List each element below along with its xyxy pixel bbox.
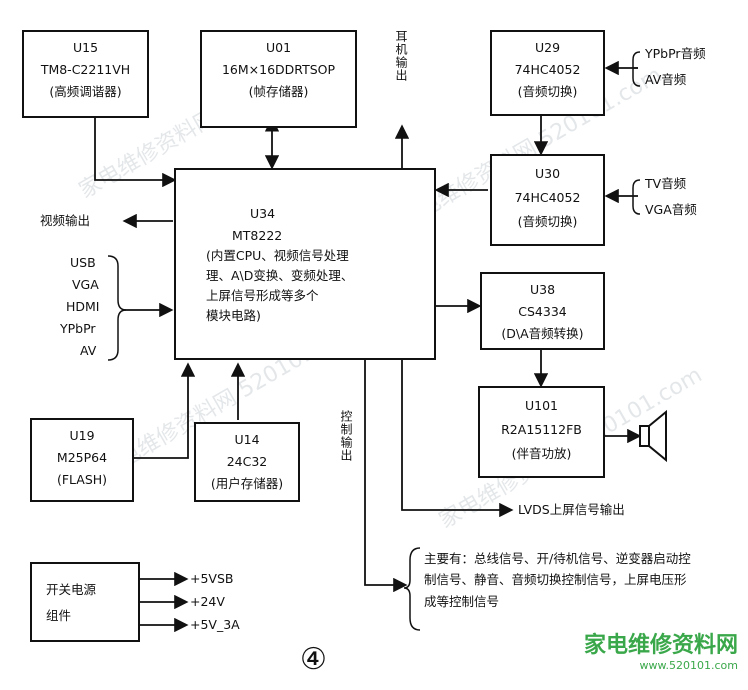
u34-desc-line2: 理、A\D变换、变频处理、: [206, 268, 354, 283]
u14-eeprom-block: U14 24C32 (用户存储器): [194, 422, 300, 502]
u34-desc-line3: 上屏信号形成等多个: [206, 288, 319, 303]
u34-desc-line1: (内置CPU、视频信号处理: [206, 248, 349, 263]
input-hdmi: HDMI: [66, 299, 100, 314]
u30-audio-switch-block: U30 74HC4052 (音频切换): [490, 154, 605, 246]
u38-dac-block: U38 CS4334 (D\A音频转换): [480, 272, 605, 350]
u14-ref: U14: [234, 432, 260, 447]
u15-ref: U15: [72, 40, 99, 55]
u34-part: MT8222: [232, 228, 283, 243]
u34-ref: U34: [250, 206, 276, 221]
audio-input-tv: TV音频: [645, 176, 687, 191]
site-logo-text: 家电维修资料网: [583, 633, 738, 658]
site-url: www.520101.com: [639, 659, 738, 672]
input-ypbpr: YPbPr: [60, 321, 96, 336]
input-usb: USB: [70, 255, 96, 270]
u01-part: 16M×16DDRTSOP: [221, 62, 336, 77]
u101-desc: (伴音功放): [511, 446, 572, 461]
u38-desc: (D\A音频转换): [501, 326, 584, 341]
control-signal-note: 主要有：总线信号、开/待机信号、逆变器启动控制信号、静音、音频切换控制信号，上屏…: [424, 551, 691, 609]
control-output-label: 控制输出: [339, 410, 353, 462]
u01-ref: U01: [265, 40, 292, 55]
u30-ref: U30: [534, 166, 561, 181]
u01-frame-memory-block: U01 16M×16DDRTSOP (帧存储器): [200, 30, 357, 128]
u14-part: 24C32: [226, 454, 268, 469]
psu-output-5v3a: +5V_3A: [190, 617, 240, 632]
u19-desc: (FLASH): [56, 472, 108, 487]
audio-input-vga: VGA音频: [645, 202, 697, 217]
u29-audio-switch-block: U29 74HC4052 (音频切换): [490, 30, 605, 116]
psu-output-5vsb: +5VSB: [190, 571, 234, 586]
earphone-output-label: 耳机输出: [394, 30, 408, 82]
u30-desc: (音频切换): [517, 214, 578, 229]
u101-part: R2A15112FB: [501, 422, 582, 437]
u01-desc: (帧存储器): [248, 84, 309, 99]
audio-input-av: AV音频: [645, 72, 687, 87]
u29-desc: (音频切换): [517, 84, 578, 99]
input-vga: VGA: [72, 277, 99, 292]
u19-ref: U19: [69, 428, 95, 443]
speaker-icon: [639, 409, 667, 463]
audio-input-ypbpr: YPbPr音频: [645, 46, 706, 61]
u38-part: CS4334: [518, 304, 567, 319]
u101-audio-amp-block: U101 R2A15112FB (伴音功放): [478, 386, 605, 478]
u38-ref: U38: [529, 282, 556, 297]
u30-part: 74HC4052: [514, 190, 581, 205]
u101-ref: U101: [524, 398, 558, 413]
u29-part: 74HC4052: [514, 62, 581, 77]
psu-label-line2: 组件: [46, 608, 72, 623]
u14-desc: (用户存储器): [210, 476, 284, 491]
lvds-output-label: LVDS上屏信号输出: [518, 502, 625, 517]
video-output-label: 视频输出: [40, 213, 91, 228]
psu-label-line1: 开关电源: [46, 582, 97, 597]
u15-desc: (高频调谐器): [49, 84, 122, 99]
u19-flash-block: U19 M25P64 (FLASH): [30, 418, 134, 502]
u34-desc-line4: 模块电路): [206, 308, 261, 323]
site-logo: 家电维修资料网 www.520101.com: [584, 627, 738, 672]
psu-output-24v: +24V: [190, 594, 225, 609]
u29-ref: U29: [534, 40, 561, 55]
u34-main-processor-block: U34 MT8222 (内置CPU、视频信号处理 理、A\D变换、变频处理、 上…: [174, 168, 436, 360]
input-av: AV: [80, 343, 97, 358]
power-supply-block: 开关电源 组件: [30, 562, 140, 642]
figure-number: ④: [300, 642, 327, 677]
u19-part: M25P64: [56, 450, 108, 465]
u15-part: TM8-C2211VH: [40, 62, 131, 77]
u15-tuner-block: U15 TM8-C2211VH (高频调谐器): [22, 30, 149, 118]
